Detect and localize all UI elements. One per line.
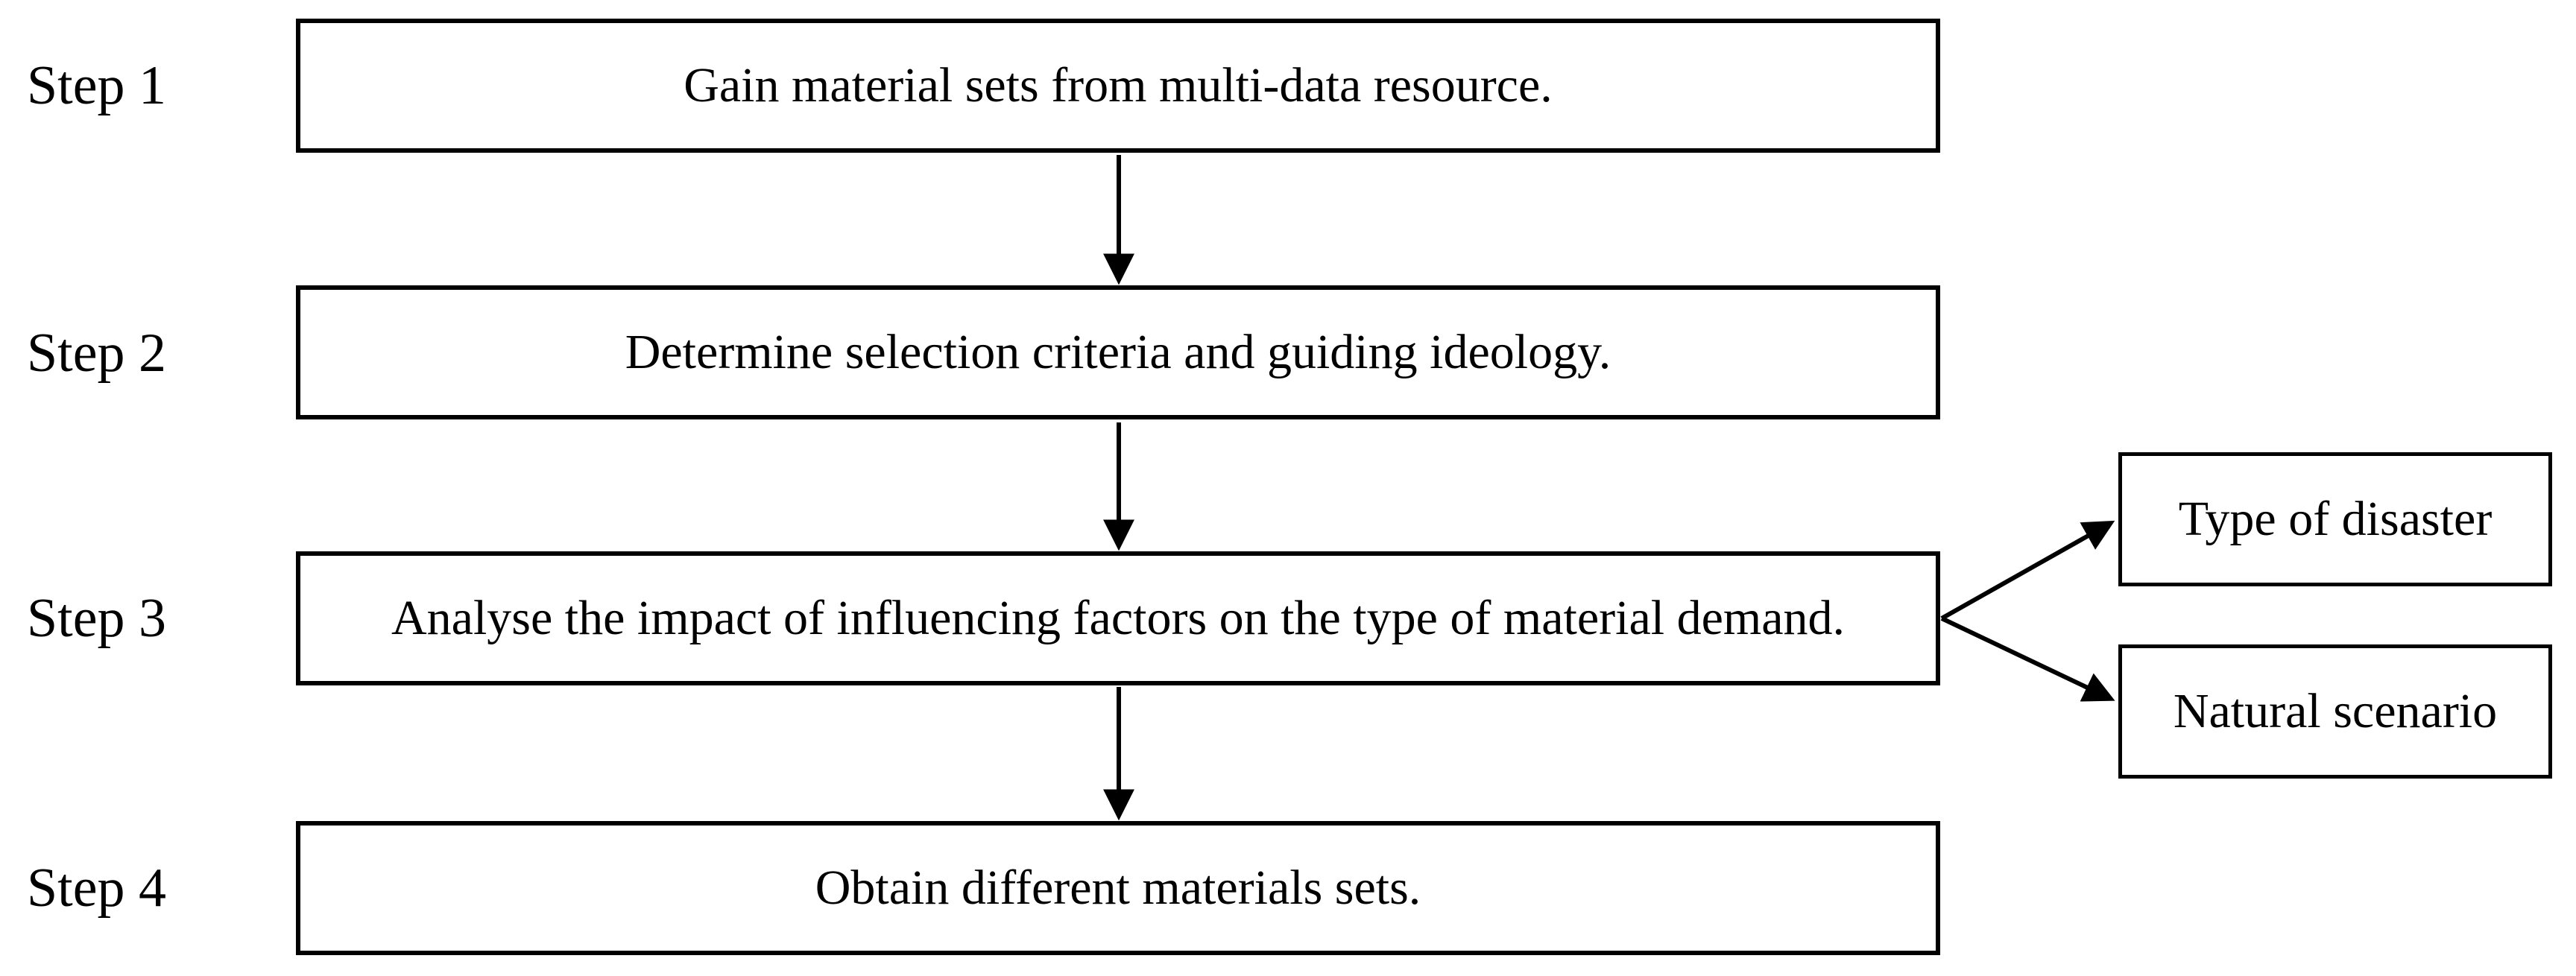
arrow-step3-natural-scenario xyxy=(1940,616,2115,702)
step-label-3: Step 3 xyxy=(27,587,167,649)
factor-box-natural-scenario-text: Natural scenario xyxy=(2173,684,2498,738)
step-box-3-text: Analyse the impact of influencing factor… xyxy=(391,591,1845,645)
step-box-3: Analyse the impact of influencing factor… xyxy=(296,551,1940,685)
step-label-2: Step 2 xyxy=(27,322,167,384)
step-box-2: Determine selection criteria and guiding… xyxy=(296,285,1940,419)
step-box-1-text: Gain material sets from multi-data resou… xyxy=(684,58,1553,113)
arrow-step3-type-of-disaster xyxy=(1940,520,2115,621)
factor-box-type-of-disaster: Type of disaster xyxy=(2118,452,2552,586)
factor-box-natural-scenario: Natural scenario xyxy=(2118,644,2552,779)
step-box-4: Obtain different materials sets. xyxy=(296,821,1940,955)
step-label-4: Step 4 xyxy=(27,857,167,919)
factor-box-type-of-disaster-text: Type of disaster xyxy=(2178,492,2493,546)
step-box-2-text: Determine selection criteria and guiding… xyxy=(625,325,1611,379)
step-box-1: Gain material sets from multi-data resou… xyxy=(296,19,1940,153)
step-label-1: Step 1 xyxy=(27,54,167,116)
step-box-4-text: Obtain different materials sets. xyxy=(815,861,1421,915)
